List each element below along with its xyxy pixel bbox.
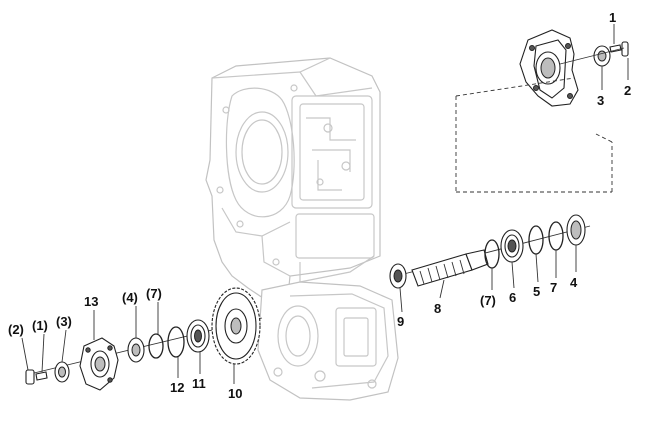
callout-4: 4 xyxy=(570,275,578,290)
callout-12: 12 xyxy=(170,380,184,395)
callout-5: 5 xyxy=(533,284,540,299)
callout-3-paren: (3) xyxy=(56,314,72,329)
callout-11: 11 xyxy=(192,376,206,391)
callout-7-right: 7 xyxy=(550,280,557,295)
callout-1-paren: (1) xyxy=(32,318,48,333)
callout-7-paren-right: (7) xyxy=(480,293,496,308)
left-gear-assembly xyxy=(25,287,263,391)
right-shaft-assembly xyxy=(389,214,591,289)
leader-lines xyxy=(21,24,629,384)
callout-13: 13 xyxy=(84,294,98,309)
callout-4-paren: (4) xyxy=(122,290,138,305)
callout-7-paren-left: (7) xyxy=(146,286,162,301)
callout-3-top: 3 xyxy=(597,93,604,108)
callout-10: 10 xyxy=(228,386,242,401)
callout-2-top: 2 xyxy=(624,83,631,98)
top-cover-assembly xyxy=(519,29,629,107)
callout-labels: 1 2 3 4 7 5 6 (7) 8 9 13 (4) (7) (2) (1)… xyxy=(8,10,631,401)
callout-9: 9 xyxy=(397,314,404,329)
callout-1-top: 1 xyxy=(609,10,616,25)
callout-2-paren: (2) xyxy=(8,322,24,337)
transmission-housing xyxy=(205,57,399,401)
callout-6: 6 xyxy=(509,290,516,305)
callout-8: 8 xyxy=(434,301,441,316)
